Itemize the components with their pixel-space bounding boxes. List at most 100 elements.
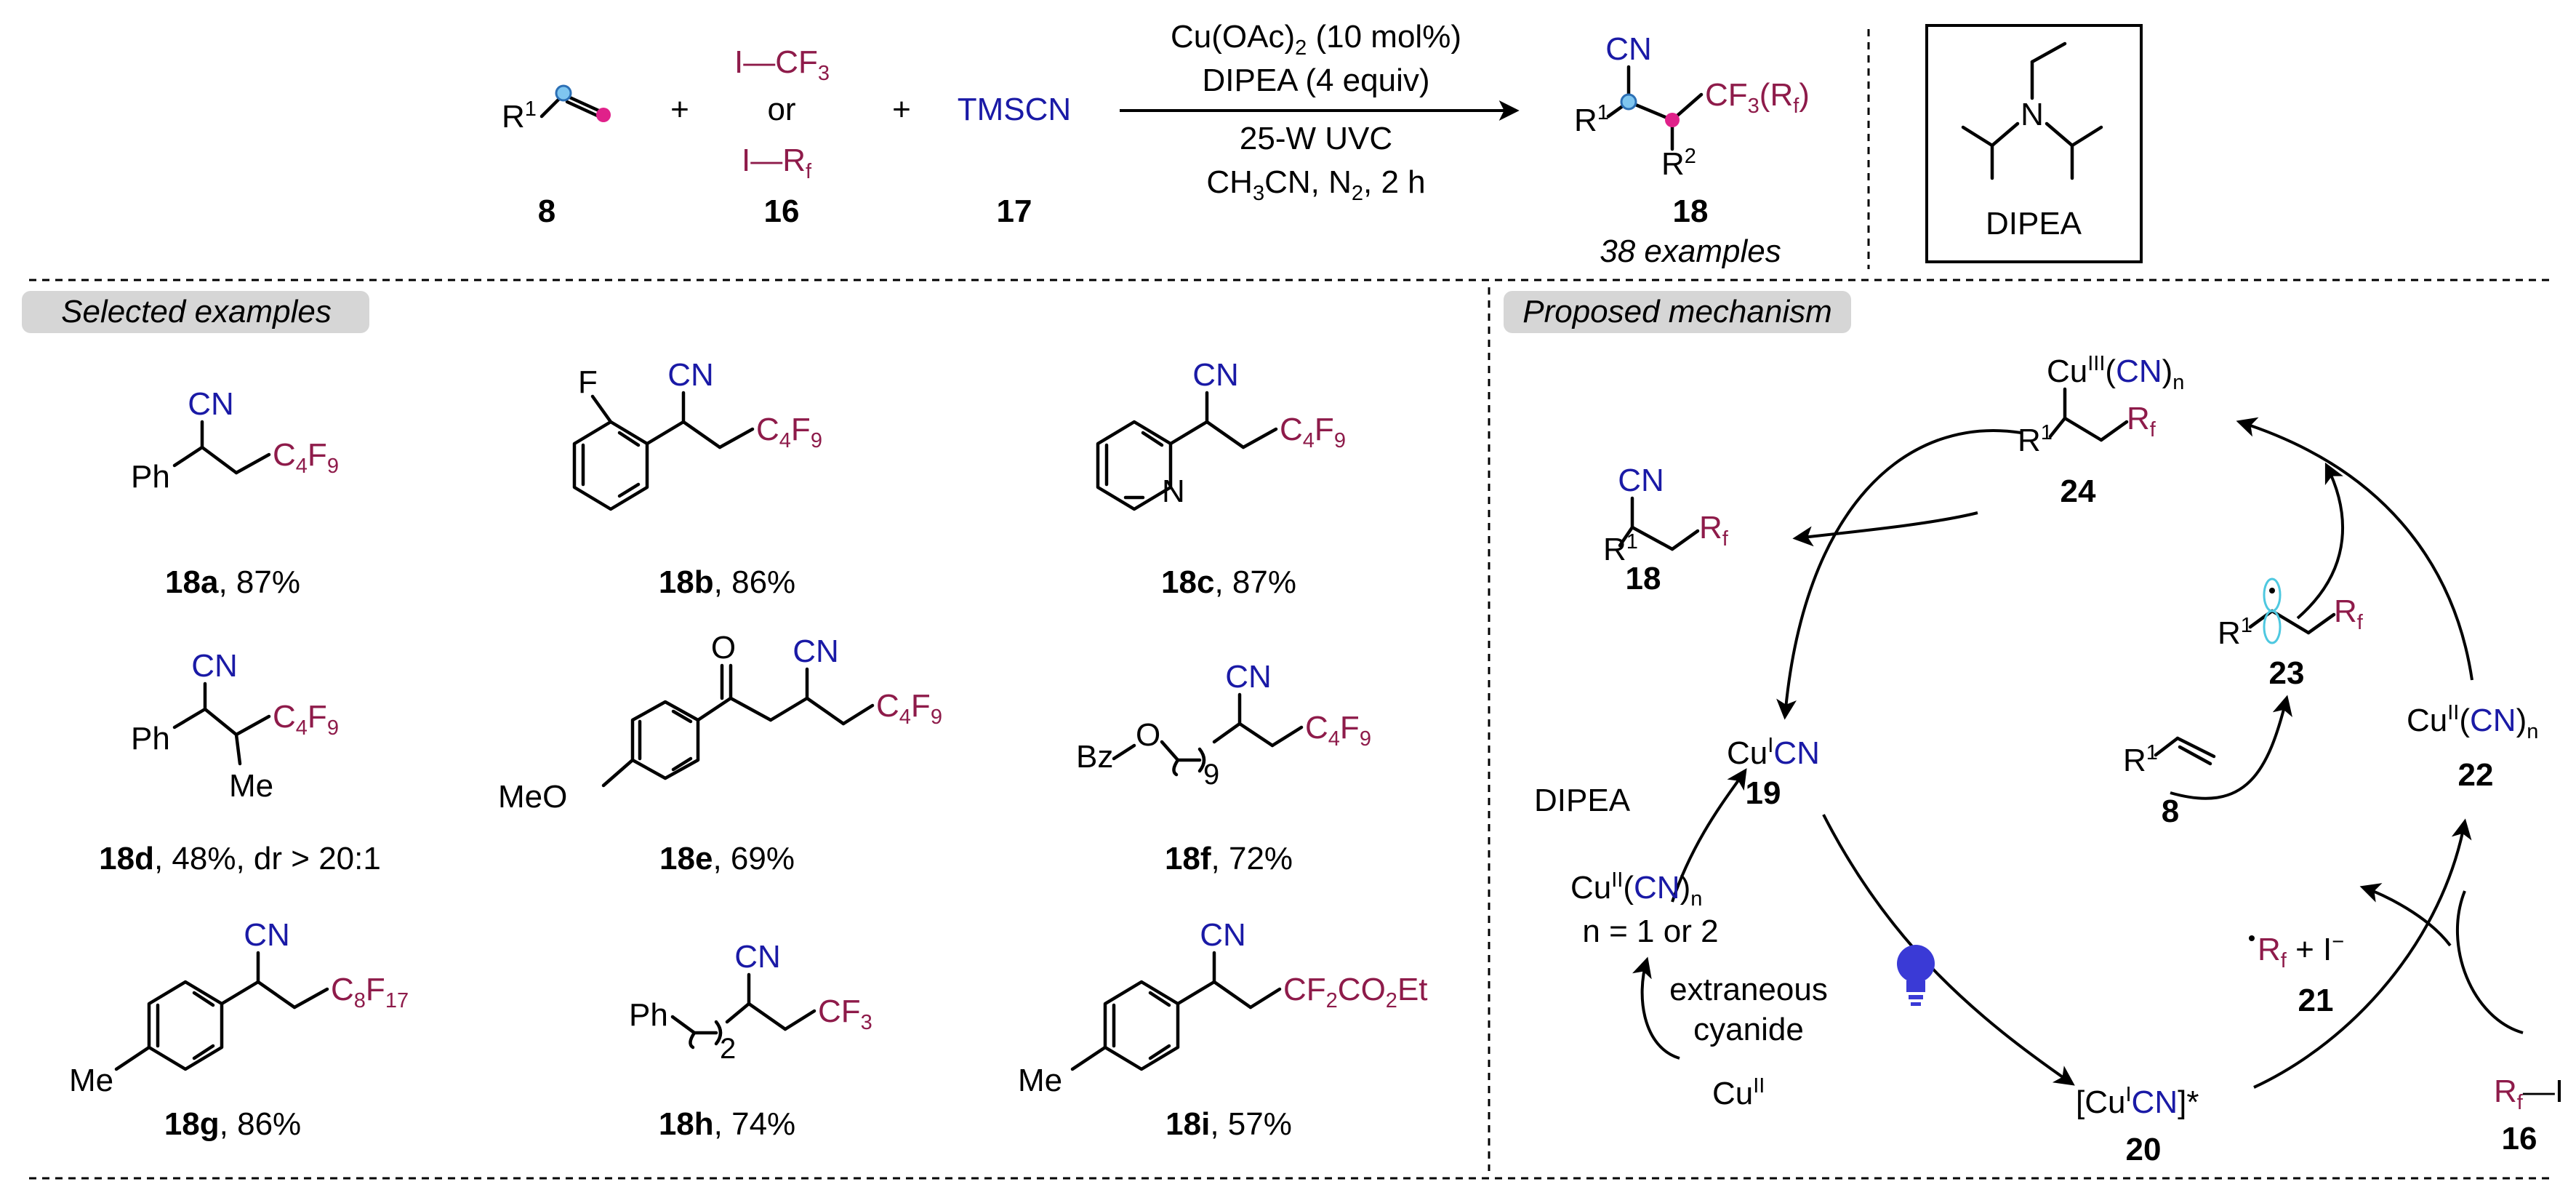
species-20: [CuICN]* 20 bbox=[2076, 1083, 2199, 1167]
svg-text:N: N bbox=[2021, 97, 2044, 132]
species-16: Rf—I 16 bbox=[2494, 1074, 2564, 1156]
reactant-17: TMSCN 17 bbox=[958, 92, 1071, 229]
reactant-8: R1 8 bbox=[502, 84, 611, 229]
svg-text:Rf: Rf bbox=[1699, 510, 1729, 551]
svg-text:CF3(Rf): CF3(Rf) bbox=[1705, 77, 1810, 118]
cyanide-text: cyanide bbox=[1693, 1012, 1804, 1047]
condition-light: 25-W UVC bbox=[1240, 121, 1392, 156]
svg-text:20: 20 bbox=[2126, 1132, 2162, 1167]
svg-text:CN: CN bbox=[1618, 463, 1664, 498]
species-24: CuIII(CN)n R1 Rf 24 bbox=[2018, 352, 2184, 509]
svg-text:21: 21 bbox=[2298, 983, 2334, 1018]
proposed-mechanism-tag: Proposed mechanism bbox=[1504, 291, 1851, 333]
light-bulb-icon bbox=[1897, 945, 1935, 1006]
species-18: CN R1 Rf 18 bbox=[1603, 463, 1729, 596]
svg-text:Rf + I−: Rf + I− bbox=[2258, 930, 2344, 972]
svg-text:C4F9: C4F9 bbox=[876, 688, 942, 729]
svg-text:CN: CN bbox=[244, 917, 290, 953]
p-orbital-icon bbox=[2263, 577, 2282, 612]
example-18h-label: 18h, 74% bbox=[659, 1106, 795, 1142]
svg-text:N: N bbox=[1162, 473, 1185, 509]
example-18d-label: 18d, 48%, dr > 20:1 bbox=[99, 841, 381, 876]
species-23: R1 Rf 23 bbox=[2218, 577, 2364, 691]
svg-text:Bz: Bz bbox=[1076, 739, 1113, 775]
svg-text:CuII(CN)n: CuII(CN)n bbox=[2407, 701, 2538, 743]
carbon-marker-icon bbox=[1620, 93, 1637, 111]
alkene-carbon-marker-icon bbox=[596, 108, 611, 122]
tmscn-text: TMSCN bbox=[958, 92, 1071, 127]
svg-text:R1: R1 bbox=[502, 97, 537, 135]
dipea-label: DIPEA bbox=[1986, 206, 2082, 241]
example-18g-label: 18g, 86% bbox=[164, 1106, 301, 1142]
svg-text:19: 19 bbox=[1746, 775, 1781, 811]
svg-text:C4F9: C4F9 bbox=[273, 699, 339, 740]
reactant-label-17: 17 bbox=[997, 193, 1032, 229]
svg-text:R2: R2 bbox=[1661, 145, 1696, 182]
svg-text:16: 16 bbox=[2502, 1121, 2537, 1156]
svg-text:CN: CN bbox=[1200, 917, 1246, 953]
svg-text:C8F17: C8F17 bbox=[331, 972, 409, 1012]
svg-text:O: O bbox=[1136, 717, 1160, 753]
alkene-carbon-marker-icon bbox=[555, 84, 572, 102]
svg-text:CN: CN bbox=[793, 634, 839, 669]
plus-sign: + bbox=[892, 92, 911, 127]
example-18b-structure: F CN C4F9 bbox=[572, 357, 822, 511]
svg-text:Rf: Rf bbox=[2127, 401, 2156, 441]
svg-text:[CuICN]*: [CuICN]* bbox=[2076, 1083, 2199, 1120]
svg-text:O: O bbox=[711, 630, 736, 666]
svg-text:Ph: Ph bbox=[131, 459, 170, 495]
svg-text:24: 24 bbox=[2061, 473, 2096, 509]
example-18f-structure: Bz O 9 CN C4F9 bbox=[1076, 659, 1371, 791]
dipea-mechanism-label: DIPEA bbox=[1534, 783, 1631, 818]
reagent-icf3: I—CF3 bbox=[734, 44, 830, 85]
svg-text:18: 18 bbox=[1626, 561, 1661, 596]
svg-text:CN: CN bbox=[191, 648, 238, 684]
reactant-16: I—CF3 or I—Rf 16 bbox=[734, 44, 830, 229]
cu2-species: CuII(CN)n n = 1 or 2 bbox=[1570, 868, 1719, 949]
example-18h-structure: Ph 2 CN CF3 bbox=[629, 939, 872, 1065]
product-18: CN R1 CF3(Rf) R2 18 38 examples bbox=[1574, 31, 1810, 269]
svg-text:R1: R1 bbox=[1574, 101, 1609, 138]
svg-text:CN: CN bbox=[734, 939, 781, 975]
svg-text:R1: R1 bbox=[2218, 614, 2252, 651]
example-18a-structure: CN Ph C4F9 bbox=[131, 386, 339, 495]
example-18c-structure: N CN C4F9 bbox=[1096, 357, 1346, 511]
example-18c-label: 18c, 87% bbox=[1161, 564, 1296, 600]
species-22: CuII(CN)n 22 bbox=[2407, 701, 2538, 793]
condition-catalyst: Cu(OAc)2 (10 mol%) bbox=[1171, 19, 1461, 60]
svg-text:Proposed mechanism: Proposed mechanism bbox=[1522, 294, 1832, 329]
plus-sign: + bbox=[670, 92, 689, 127]
svg-text:n = 1 or 2: n = 1 or 2 bbox=[1582, 914, 1718, 949]
svg-text:2: 2 bbox=[720, 1033, 736, 1065]
or-text: or bbox=[767, 92, 795, 127]
svg-text:Rf—I: Rf—I bbox=[2494, 1074, 2564, 1114]
svg-text:C4F9: C4F9 bbox=[756, 412, 822, 452]
svg-text:CN: CN bbox=[1605, 31, 1652, 67]
example-18i-structure: Me CN CF2CO2Et bbox=[1018, 917, 1428, 1098]
example-18e-structure: MeO O CN C4F9 bbox=[498, 630, 942, 815]
svg-text:8: 8 bbox=[2162, 794, 2179, 829]
svg-text:Ph: Ph bbox=[131, 721, 170, 756]
svg-text:Me: Me bbox=[1018, 1063, 1062, 1098]
svg-text:Selected examples: Selected examples bbox=[61, 294, 332, 329]
svg-text:R1: R1 bbox=[2018, 421, 2053, 458]
svg-text:F: F bbox=[578, 364, 598, 400]
example-18f-label: 18f, 72% bbox=[1165, 841, 1293, 876]
example-18i-label: 18i, 57% bbox=[1165, 1106, 1292, 1142]
selected-examples-tag: Selected examples bbox=[22, 291, 369, 333]
condition-base: DIPEA (4 equiv) bbox=[1202, 63, 1429, 98]
species-21: Rf + I− 21 bbox=[2249, 930, 2344, 1018]
svg-text:CuII(CN)n: CuII(CN)n bbox=[1570, 868, 1702, 911]
svg-text:CF2CO2Et: CF2CO2Et bbox=[1283, 972, 1428, 1012]
svg-text:CN: CN bbox=[188, 386, 234, 422]
svg-text:CN: CN bbox=[1225, 659, 1272, 695]
svg-text:C4F9: C4F9 bbox=[1280, 412, 1346, 452]
species-8: R1 8 bbox=[2123, 736, 2216, 829]
svg-text:Ph: Ph bbox=[629, 997, 668, 1033]
example-18a-label: 18a, 87% bbox=[165, 564, 300, 600]
example-18e-label: 18e, 69% bbox=[659, 841, 795, 876]
svg-text:CF3: CF3 bbox=[818, 994, 872, 1034]
example-18d-structure: CN Ph Me C4F9 bbox=[131, 648, 339, 804]
svg-text:R1: R1 bbox=[2123, 741, 2158, 778]
